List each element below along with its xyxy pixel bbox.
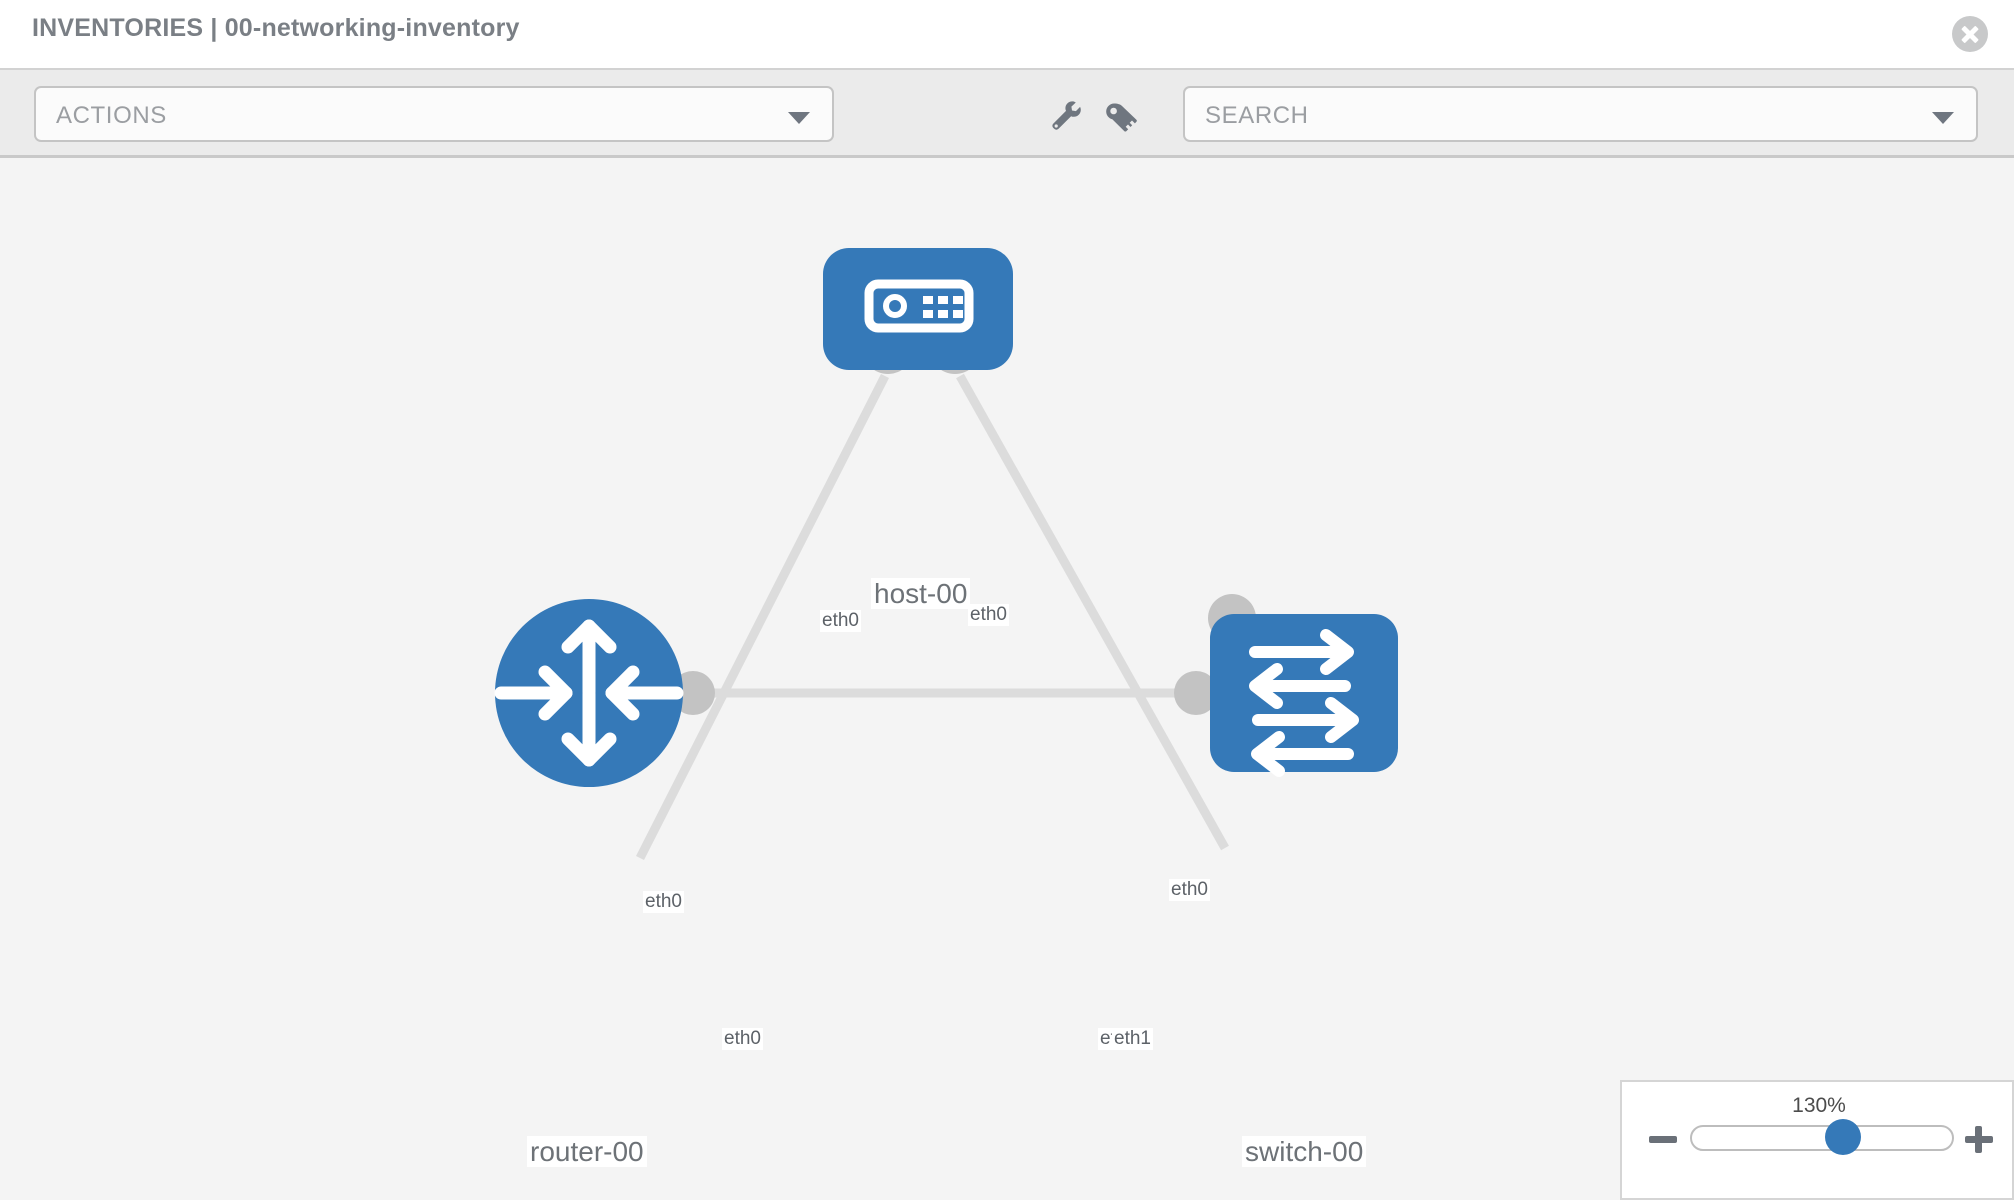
wrench-icon[interactable] — [1046, 96, 1086, 136]
zoom-level-label: 130% — [1792, 1094, 1846, 1117]
four-arrows-icon — [494, 619, 684, 767]
topology-canvas[interactable]: host-00 router-00 switch-00 eth0 eth0 et… — [0, 158, 2014, 1200]
port-marker-switch-left — [1174, 671, 1218, 715]
node-router-00 — [494, 599, 684, 787]
key-icon[interactable] — [1100, 96, 1140, 136]
chevron-down-icon — [788, 112, 810, 124]
port-label-switch-uplink-eth0[interactable]: eth0 — [1169, 879, 1210, 901]
search-input-placeholder: SEARCH — [1205, 102, 1309, 129]
topology-graph — [494, 248, 1398, 861]
server-appliance-icon — [864, 279, 974, 333]
toolbar: ACTIONS SEARCH — [0, 68, 2014, 158]
port-label-router-uplink-eth0[interactable]: eth0 — [643, 891, 684, 913]
window-header: INVENTORIES | 00-networking-inventory — [0, 0, 2014, 68]
node-switch-00 — [1210, 614, 1398, 777]
node-host-00 — [823, 248, 1013, 370]
zoom-slider-thumb[interactable] — [1825, 1119, 1861, 1155]
zoom-slider-track[interactable] — [1690, 1125, 1954, 1151]
plus-icon-bar-v — [1975, 1126, 1982, 1153]
plus-icon[interactable] — [1962, 1122, 1996, 1156]
port-label-router-eth0[interactable]: eth0 — [722, 1028, 763, 1050]
link-host-router — [635, 373, 890, 861]
port-label-switch-eth1[interactable]: eth1 — [1112, 1028, 1153, 1050]
port-label-host-eth0-left[interactable]: eth0 — [820, 610, 861, 632]
node-label-switch-00[interactable]: switch-00 — [1242, 1136, 1367, 1168]
zoom-control-panel: 130% — [1620, 1080, 2014, 1200]
page-title: INVENTORIES | 00-networking-inventory — [32, 14, 520, 42]
port-label-host-eth0-right[interactable]: eth0 — [968, 604, 1009, 626]
link-host-switch — [956, 373, 1229, 851]
search-dropdown[interactable]: SEARCH — [1183, 86, 1978, 142]
actions-dropdown[interactable]: ACTIONS — [34, 86, 834, 142]
node-label-host-00[interactable]: host-00 — [871, 578, 971, 610]
close-icon[interactable] — [1952, 16, 1988, 52]
topology-links — [635, 373, 1229, 861]
minus-icon[interactable] — [1646, 1122, 1680, 1156]
minus-icon-bar — [1649, 1136, 1677, 1143]
actions-dropdown-label: ACTIONS — [56, 102, 167, 129]
bidirectional-arrows-icon — [1249, 629, 1359, 777]
chevron-down-icon — [1932, 112, 1954, 124]
node-label-router-00[interactable]: router-00 — [527, 1136, 647, 1168]
